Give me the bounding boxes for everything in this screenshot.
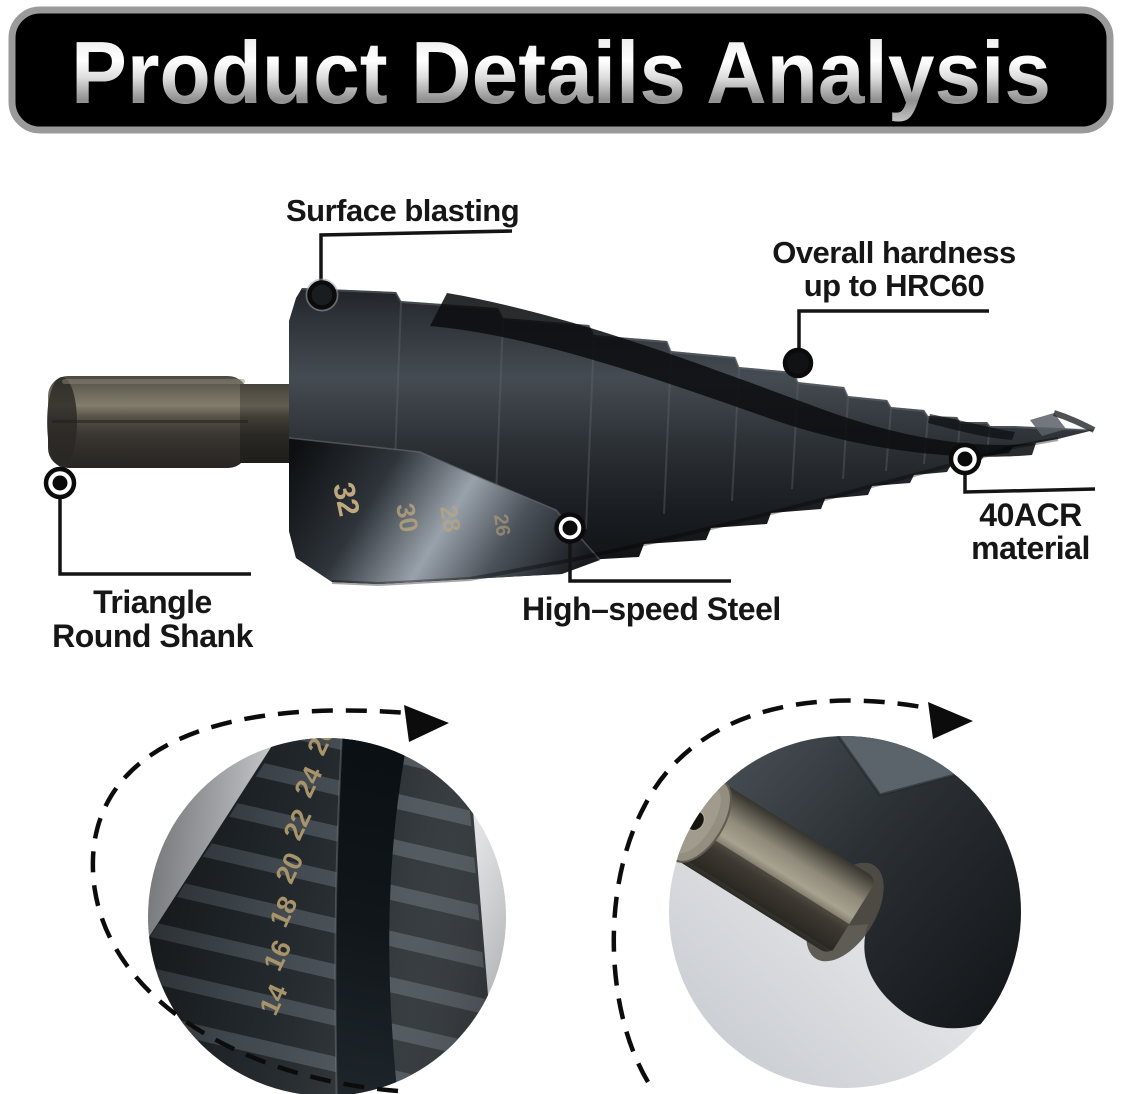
callout-marker-triangle-shank — [43, 466, 77, 500]
size-marking: 28 — [434, 503, 465, 534]
label-material: 40ACR material — [958, 499, 1103, 565]
rotation-arrow-icon — [928, 702, 973, 739]
inset-shank-closeup — [611, 698, 1021, 1088]
callout-line-surface-blasting — [319, 229, 513, 281]
callout-marker-surface-blasting — [305, 278, 339, 312]
callout-line-high-speed-steel — [568, 542, 731, 583]
drill-flute-tip — [928, 414, 1015, 440]
drill-cutting-facet — [289, 438, 600, 584]
callout-line-overall-hardness — [797, 309, 989, 348]
callout-marker-high-speed-steel — [554, 512, 586, 544]
rotation-arc-left — [90, 708, 409, 1094]
label-triangle-round-shank: Triangle Round Shank — [30, 585, 275, 653]
size-marking: 32 — [326, 480, 365, 520]
size-marking: 26 — [489, 513, 514, 538]
title-banner-graphic: Product Details Analysis — [8, 6, 1114, 134]
label-material-line2: material — [971, 530, 1090, 566]
callout-line-material — [963, 474, 1096, 494]
drill-tip-facet — [1030, 413, 1066, 436]
banner-plate — [8, 6, 1114, 134]
inset-flute-edge-highlight — [334, 738, 344, 1094]
drill-shank — [47, 376, 292, 468]
label-overall-hardness: Overall hardness up to HRC60 — [758, 236, 1030, 302]
callout-marker-overall-hardness — [782, 347, 814, 379]
step-drill-photo: 32 30 28 26 — [47, 288, 1096, 587]
label-overall-hardness-line2: up to HRC60 — [803, 268, 985, 303]
label-high-speed-steel: High–speed Steel — [522, 591, 781, 627]
label-material-line1: 40ACR — [979, 497, 1082, 533]
label-overall-hardness-line1: Overall hardness — [772, 235, 1016, 270]
title-banner: Product Details Analysis — [8, 6, 1114, 134]
label-surface-blasting: Surface blasting — [286, 193, 520, 228]
inset-flute-groove — [335, 738, 410, 1094]
rotation-arrow-icon — [404, 705, 449, 742]
inset-notch-shade — [836, 736, 956, 797]
label-triangle-line2: Round Shank — [52, 618, 253, 654]
page-title: Product Details Analysis — [71, 23, 1051, 122]
callout-line-triangle-shank — [58, 498, 251, 576]
label-triangle-line1: Triangle — [93, 584, 212, 620]
callout-marker-material — [948, 442, 982, 476]
drill-tip-flute — [1053, 410, 1096, 433]
drill-flute — [430, 293, 1036, 457]
inset-flutes-closeup: 26 24 22 20 18 16 14 — [90, 705, 506, 1094]
size-marking: 30 — [390, 501, 425, 535]
rotation-arc-right — [611, 698, 939, 1084]
callout-lines — [58, 229, 1096, 583]
drill-size-markings: 32 30 28 26 — [326, 480, 514, 538]
